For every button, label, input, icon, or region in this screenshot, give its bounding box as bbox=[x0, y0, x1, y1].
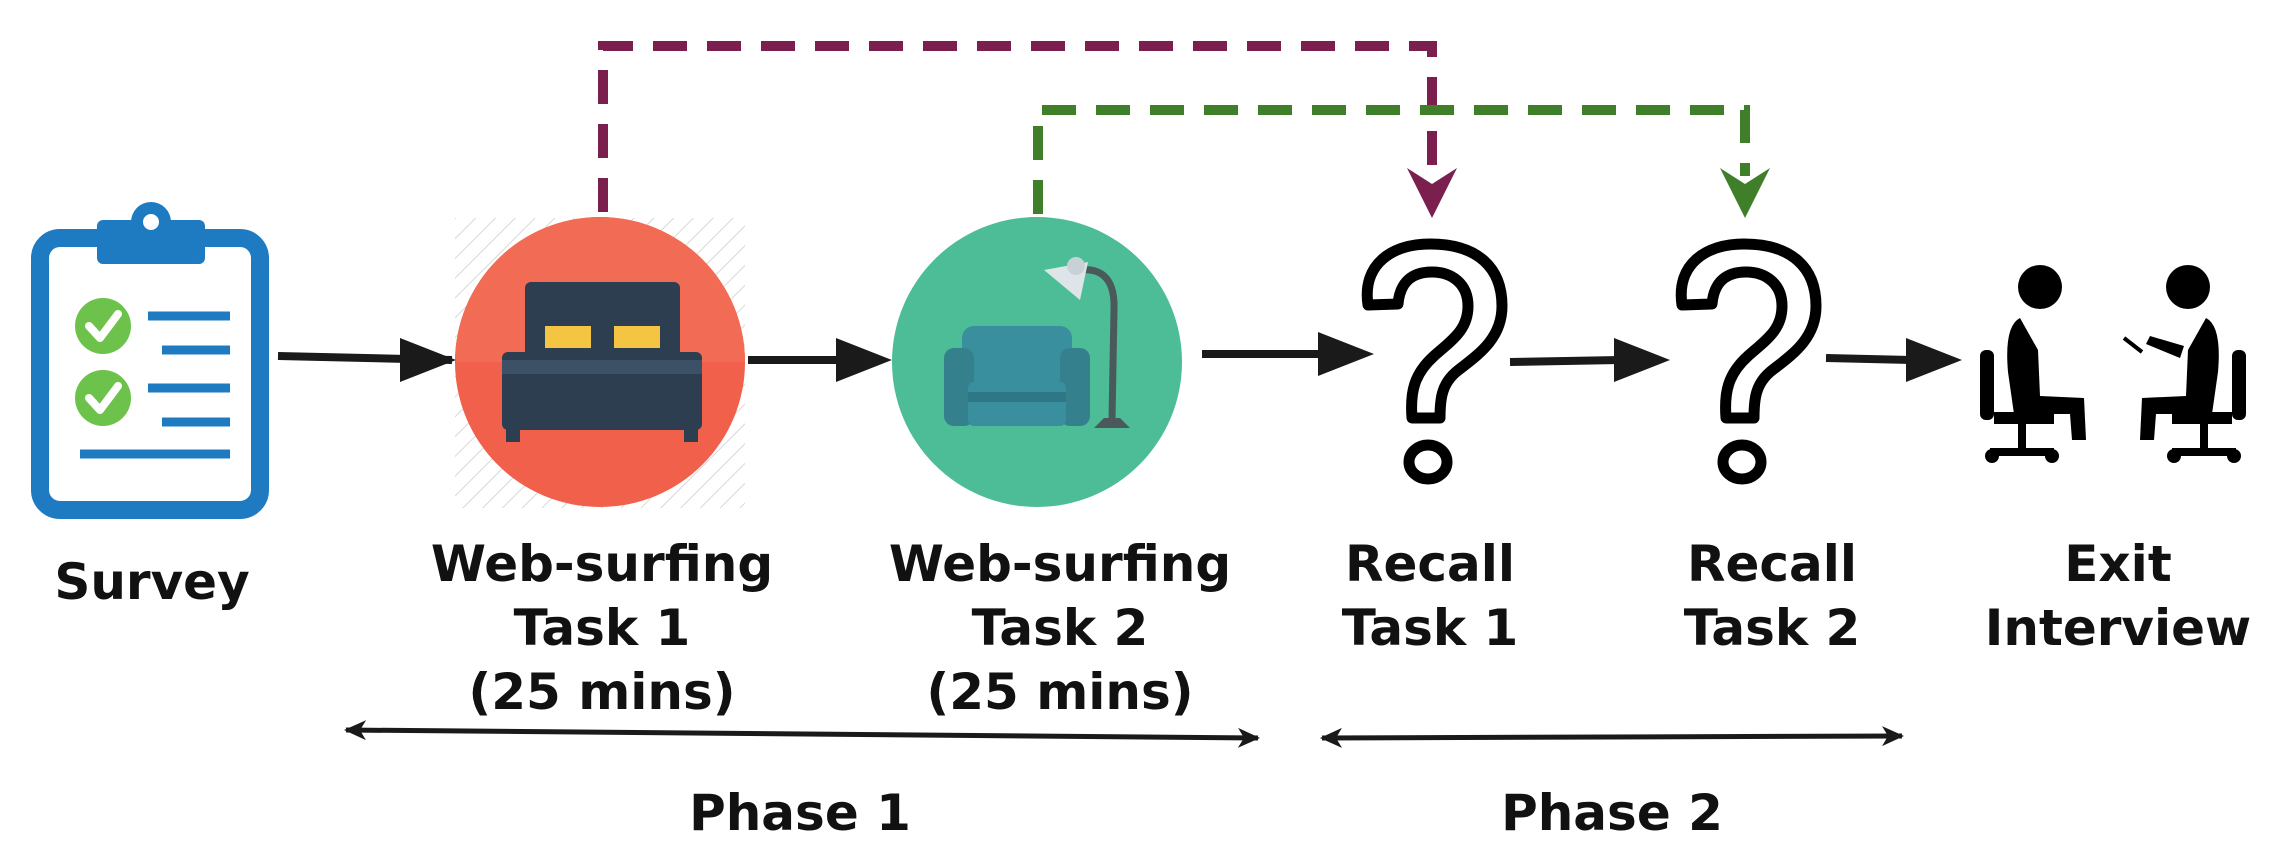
interview-people-icon bbox=[1980, 265, 2246, 463]
step-label-line: Task 2 bbox=[1683, 599, 1861, 657]
arrow-head-3 bbox=[1318, 332, 1374, 376]
step-label-line: Recall bbox=[1344, 535, 1516, 593]
phase-2-span-arrow bbox=[1320, 726, 1904, 748]
step-label-line: (25 mins) bbox=[468, 663, 736, 721]
living-room-armchair-icon bbox=[892, 217, 1182, 507]
flow-arrows bbox=[277, 332, 1962, 382]
step-label-exit-interview: Exit Interview bbox=[1985, 532, 2252, 660]
step-label-web-surfing-task-2: Web-surfing Task 2 (25 mins) bbox=[889, 532, 1231, 724]
step-label-line: Web-surfing bbox=[430, 535, 774, 593]
arrow-head-4 bbox=[1614, 338, 1670, 382]
step-label-recall-task-1: Recall Task 1 bbox=[1342, 532, 1519, 660]
step-label-line: Task 1 bbox=[1341, 599, 1519, 657]
arrow-head-5 bbox=[1906, 338, 1962, 382]
clipboard-checklist-icon bbox=[31, 202, 269, 519]
link-web1-to-recall1 bbox=[598, 41, 1457, 218]
phase-1-label: Phase 1 bbox=[689, 784, 911, 842]
phase-2-label: Phase 2 bbox=[1501, 784, 1723, 842]
step-label-line: Recall bbox=[1686, 535, 1858, 593]
question-mark-icon-2 bbox=[1675, 238, 1822, 485]
step-label-line: Task 1 bbox=[513, 599, 691, 657]
step-label-line: Web-surfing bbox=[888, 535, 1232, 593]
arrow-recall2-to-exit bbox=[1825, 354, 1911, 364]
arrow-head-1 bbox=[400, 338, 456, 382]
link-web2-to-recall2 bbox=[1033, 105, 1770, 218]
link-web2-arrowhead-icon bbox=[1720, 168, 1770, 218]
step-label-line: Survey bbox=[54, 553, 250, 611]
question-mark-icon-1 bbox=[1361, 238, 1508, 485]
step-label-line: Interview bbox=[1984, 599, 2252, 657]
step-label-line: Task 2 bbox=[971, 599, 1149, 657]
step-label-recall-task-2: Recall Task 2 bbox=[1684, 532, 1861, 660]
phase-1-span-arrow bbox=[344, 720, 1260, 748]
step-label-line: Exit bbox=[2064, 535, 2172, 593]
arrow-recall1-to-recall2 bbox=[1509, 356, 1621, 366]
bedroom-bed-icon bbox=[455, 217, 745, 508]
step-label-line: (25 mins) bbox=[926, 663, 1194, 721]
step-label-web-surfing-task-1: Web-surfing Task 1 (25 mins) bbox=[431, 532, 773, 724]
arrow-head-2 bbox=[836, 338, 892, 382]
step-label-survey: Survey bbox=[54, 550, 249, 614]
link-web1-arrowhead-icon bbox=[1407, 168, 1457, 218]
